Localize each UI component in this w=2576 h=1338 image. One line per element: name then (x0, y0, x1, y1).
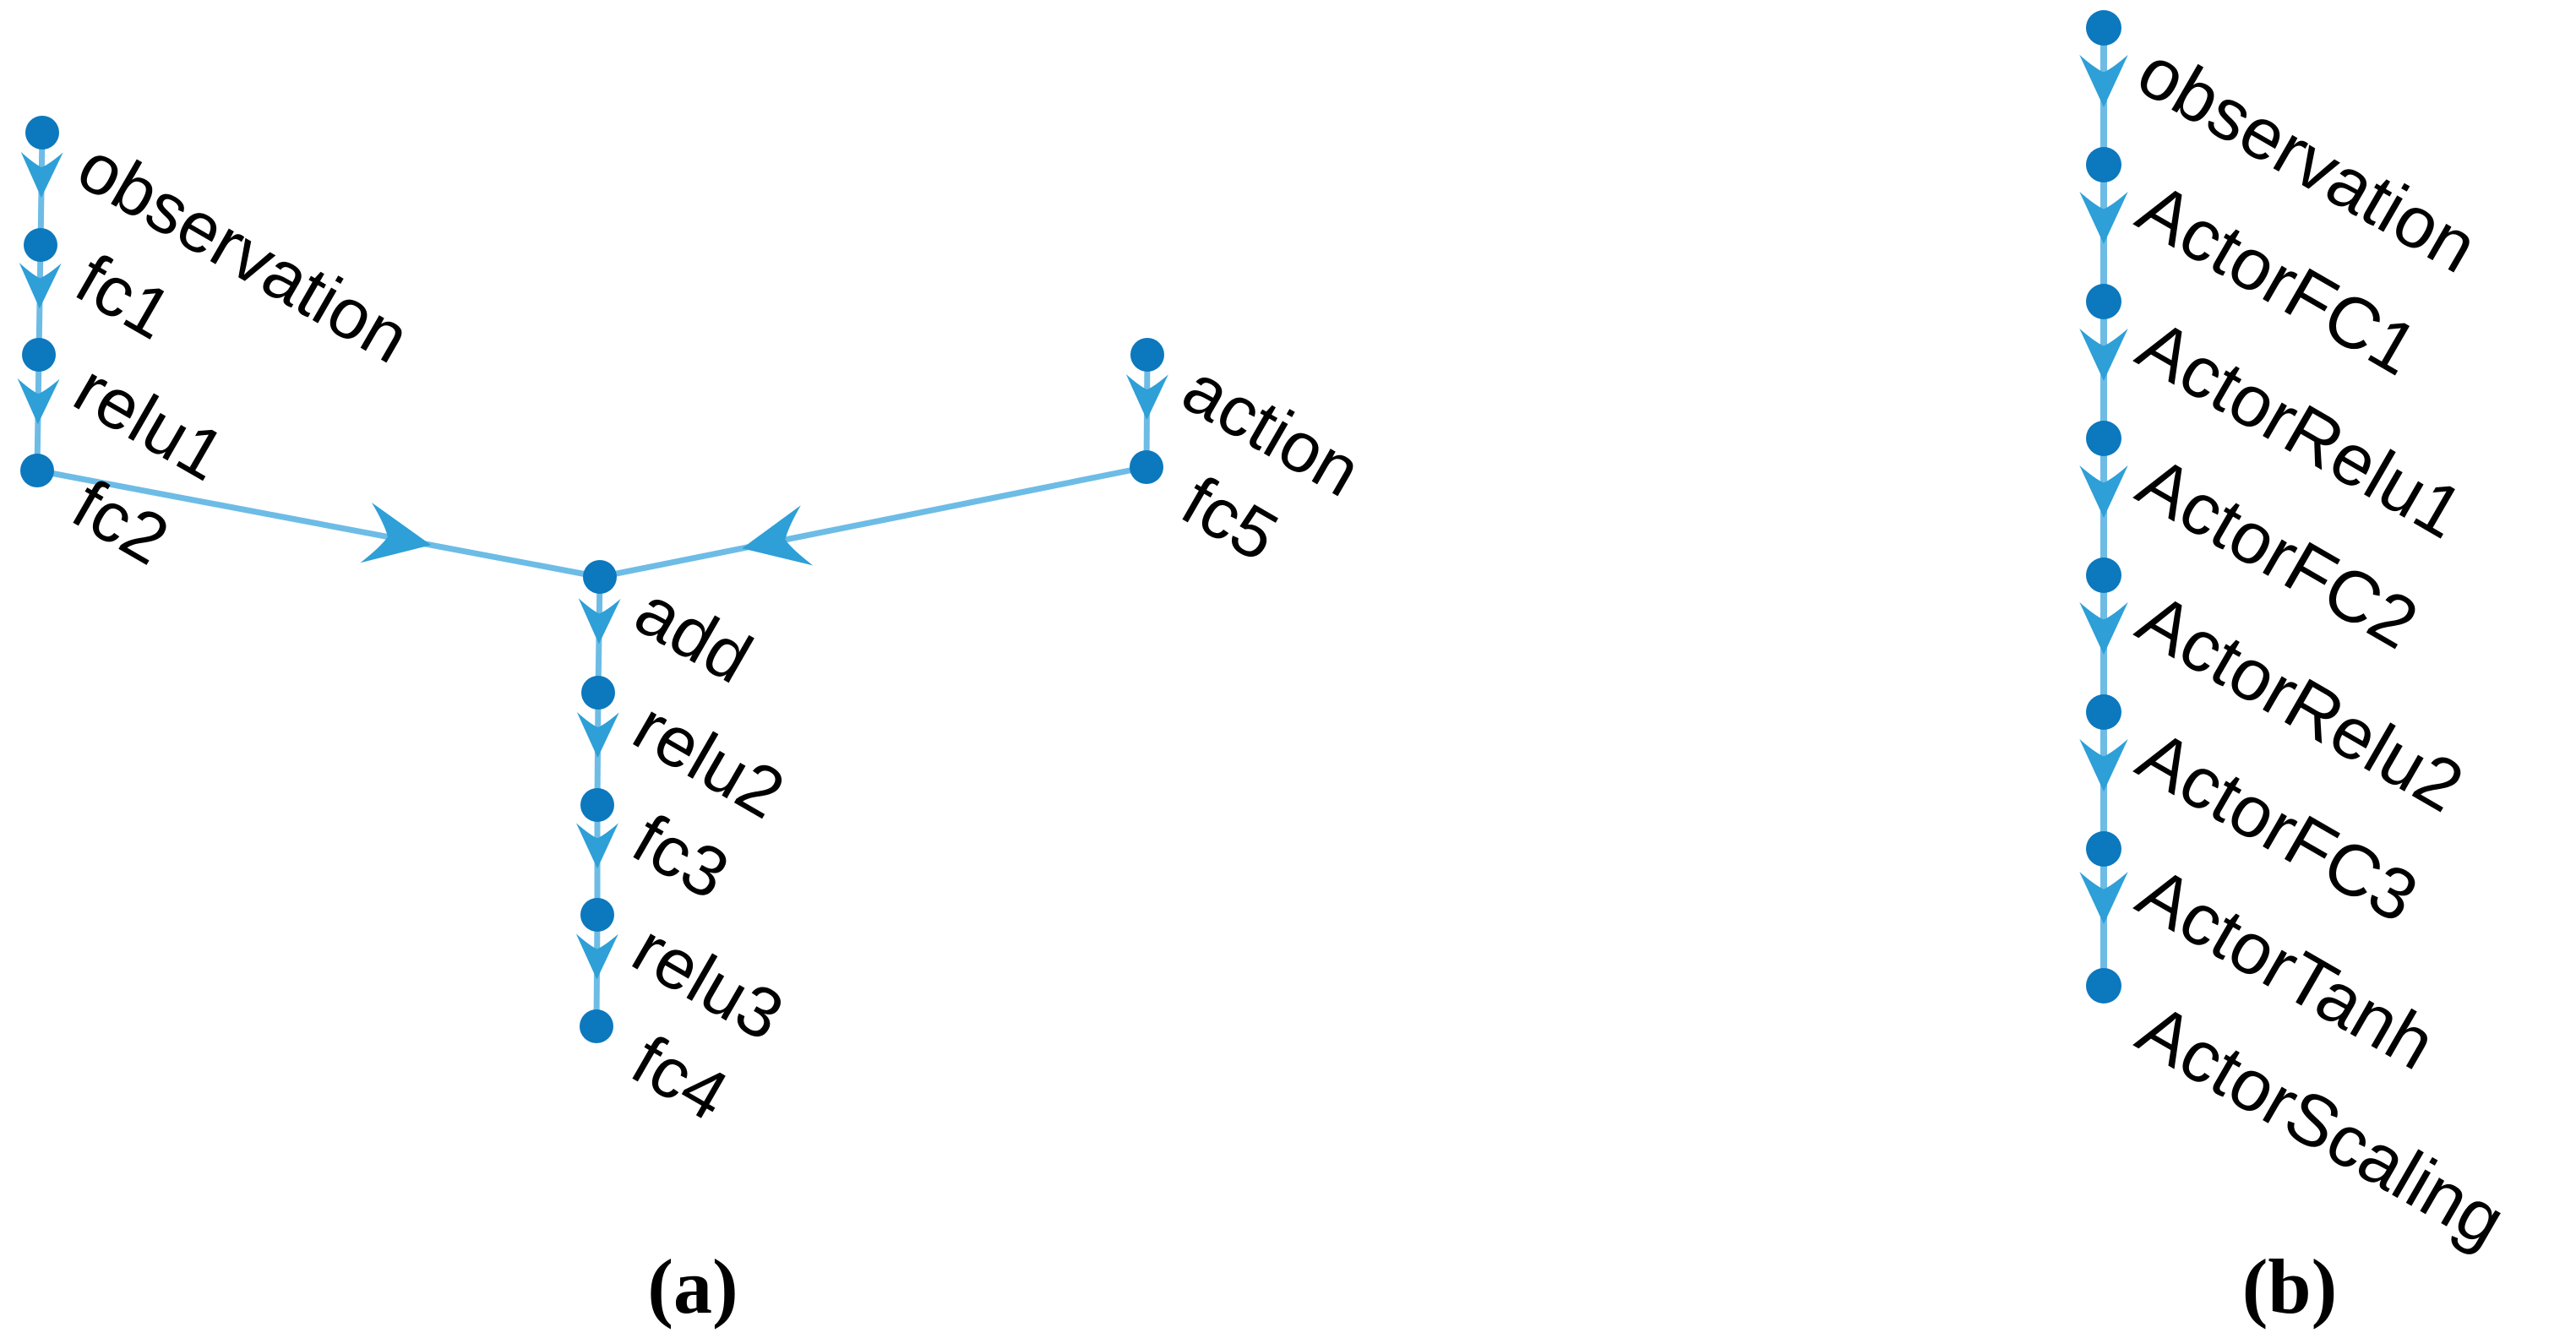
graph-node-critic-network-fc3 (580, 788, 614, 822)
arrowhead-icon-critic-network-fc2-add (360, 503, 432, 563)
node-label-critic-network-fc3: fc3 (620, 798, 742, 914)
caption-b: (b) (2241, 1243, 2338, 1330)
graph-node-critic-network-relu3 (580, 898, 614, 932)
arrowhead-icon-critic-network-add-relu2 (578, 598, 621, 645)
arrowhead-icon-critic-network-relu1-fc2 (17, 378, 60, 425)
graph-node-actor-network-ActorRelu2 (2086, 558, 2121, 593)
arrowhead-icon-critic-network-relu3-fc4 (575, 933, 618, 980)
arrowhead-icon-critic-network-fc3-relu3 (576, 823, 618, 869)
arrowhead-icon-critic-network-relu2-fc3 (576, 711, 619, 759)
graph-node-actor-network-ActorFC1 (2086, 147, 2121, 182)
graph-node-actor-network-ActorFC2 (2086, 421, 2121, 456)
arrowhead-icon-actor-network-ActorRelu1-ActorFC2 (2079, 328, 2128, 381)
graph-node-critic-network-observation (25, 116, 59, 150)
arrowhead-icon-critic-network-fc5-add (742, 505, 814, 566)
graph-node-actor-network-ActorScaling (2086, 968, 2121, 1004)
edge-critic-network-fc2-add (34, 467, 603, 580)
node-label-critic-network-fc4: fc4 (619, 1020, 741, 1135)
edge-critic-network-fc5-add (596, 464, 1150, 580)
arrowhead-icon-critic-network-fc1-relu1 (19, 263, 62, 309)
node-label-critic-network-relu2: relu2 (621, 686, 798, 834)
graph-node-actor-network-observation (2086, 10, 2121, 46)
node-label-critic-network-relu1: relu1 (62, 348, 238, 496)
graph-node-critic-network-relu2 (581, 676, 615, 710)
arrowhead-icon-actor-network-observation-ActorFC1 (2079, 54, 2128, 107)
graph-node-critic-network-add (583, 560, 617, 594)
graph-node-critic-network-fc5 (1130, 450, 1163, 484)
node-label-critic-network-fc1: fc1 (63, 238, 185, 354)
node-label-critic-network-fc5: fc5 (1169, 460, 1291, 576)
arrowhead-icon-actor-network-ActorFC3-ActorTanh (2079, 738, 2128, 791)
arrowhead-icon-critic-network-action-fc5 (1125, 373, 1168, 421)
graph-node-critic-network-relu1 (22, 338, 56, 372)
graph-node-critic-network-fc2 (20, 454, 54, 487)
graph-node-critic-network-fc1 (24, 228, 57, 262)
caption-a: (a) (647, 1243, 738, 1330)
arrowhead-icon-actor-network-ActorRelu2-ActorFC3 (2079, 601, 2128, 655)
graph-node-actor-network-ActorRelu1 (2086, 284, 2121, 319)
graph-node-actor-network-ActorTanh (2086, 831, 2121, 867)
node-label-critic-network-add: add (623, 570, 765, 698)
graph-node-actor-network-ActorFC3 (2086, 694, 2121, 730)
node-label-critic-network-fc2: fc2 (60, 464, 182, 579)
arrowhead-icon-actor-network-ActorFC1-ActorRelu1 (2079, 191, 2128, 244)
arrowhead-icon-critic-network-observation-fc1 (20, 151, 63, 199)
graph-node-critic-network-action (1130, 338, 1164, 372)
graph-node-critic-network-fc4 (580, 1009, 613, 1043)
arrowhead-icon-actor-network-ActorFC2-ActorRelu2 (2079, 465, 2128, 518)
node-label-critic-network-relu3: relu3 (620, 908, 797, 1056)
arrowhead-icon-actor-network-ActorTanh-ActorScaling (2079, 871, 2128, 925)
